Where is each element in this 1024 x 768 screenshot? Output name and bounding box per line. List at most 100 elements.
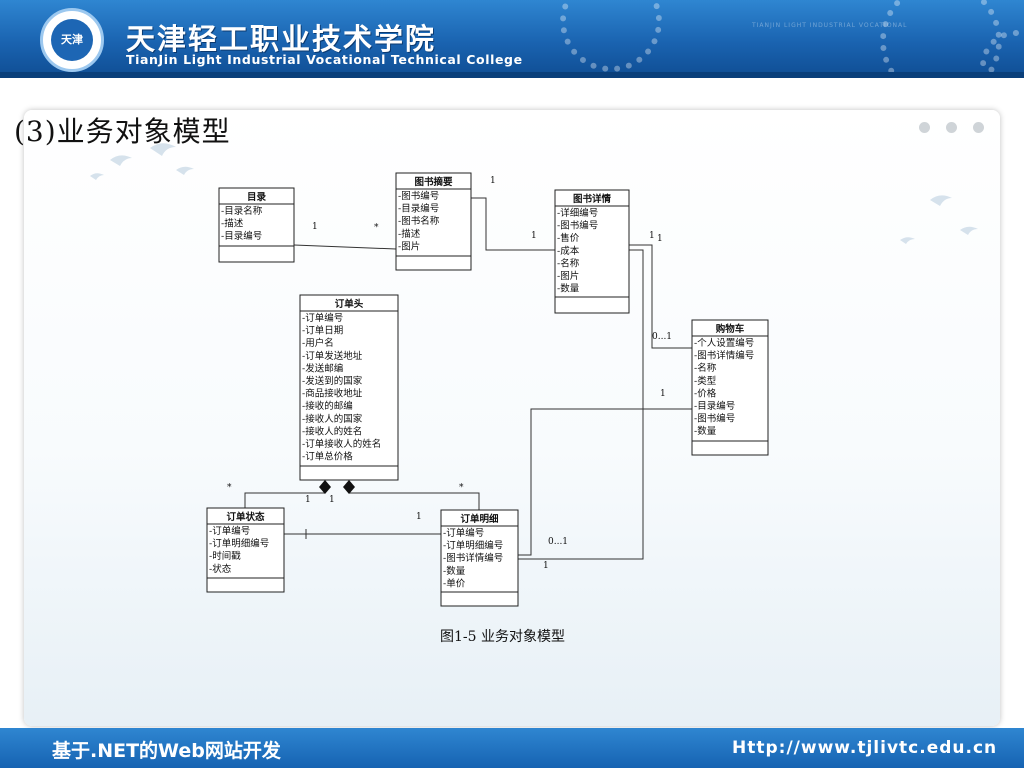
class-attribute: -目录编号 [221,230,262,242]
class-attribute: -类型 [694,375,717,387]
multiplicity-label: 0...1 [652,332,672,342]
class-attribute: -时间戳 [209,550,241,562]
association-lines [244,197,692,560]
dot-icon [919,122,930,133]
multiplicity-label: 1 [312,222,318,232]
class-attribute: -数量 [443,565,466,577]
class-attribute: -状态 [209,563,232,575]
class-attribute: -描述 [398,228,421,240]
class-attribute: -售价 [557,232,580,244]
class-attribute: -发送邮编 [302,362,343,374]
class-attribute: -订单总价格 [302,451,353,463]
multiplicity-label: 1 [490,176,496,186]
content-panel [24,110,1000,726]
class-box-order-item: 订单明细 -订单编号-订单明细编号-图书详情编号-数量-单价 [440,509,519,607]
assoc-cart-orderitem [518,408,692,556]
college-name-en: TianJin Light Industrial Vocational Tech… [126,52,523,67]
multiplicity-label: * [459,483,464,493]
class-attribute: -图片 [557,270,579,282]
class-attribute: -图书编号 [557,220,598,232]
slide-title: (3)业务对象模型 [14,115,231,148]
class-attribute: -目录编号 [694,400,735,412]
class-attribute: -图片 [398,240,420,252]
class-box-book-summary: 图书摘要 -图书编号-目录编号-图书名称-描述-图片 [395,172,472,271]
gear-decoration-icon [980,30,1024,78]
class-attribute: -数量 [694,425,717,437]
class-box-frame [691,319,769,456]
assoc-summary-detail [471,197,555,251]
class-attribute: -名称 [557,257,580,269]
class-title: 订单头 [335,298,364,310]
class-attribute: -订单编号 [302,312,343,324]
class-attribute: -图书编号 [694,413,735,425]
website-url[interactable]: Http://www.tjlivtc.edu.cn [732,738,998,758]
class-attribute: -图书详情编号 [694,350,754,362]
class-title: 订单状态 [226,511,265,523]
class-attribute: -订单明细编号 [209,538,269,550]
multiplicity-label: 1 [657,234,663,244]
class-attribute: -描述 [221,218,244,230]
class-box-catalog: 目录 -目录名称-描述-目录编号 [218,187,295,263]
figure-caption: 图1-5 业务对象模型 [440,629,565,645]
class-boxes: 目录-目录名称-描述-目录编号图书摘要-图书编号-目录编号-图书名称-描述-图片… [206,172,769,607]
window-dots [919,122,984,133]
gear-decoration-icon [560,0,662,72]
multiplicity-label: 1 [543,561,549,571]
class-attribute: -用户名 [302,337,334,349]
class-attribute: -名称 [694,362,717,374]
header-stripe [0,72,1024,78]
class-title: 购物车 [716,323,745,335]
class-attribute: -数量 [557,283,580,295]
class-title: 图书摘要 [414,176,453,188]
class-attribute: -接收人的姓名 [302,425,362,437]
multiplicity-label: 1 [416,512,422,522]
multiplicity-label: * [227,483,232,493]
class-attribute: -发送到的国家 [302,375,363,387]
assoc-orderhead-status [244,492,325,509]
class-attribute: -接收的邮编 [302,400,353,412]
course-title: 基于.NET的Web网站开发 [52,740,281,762]
class-title: 目录 [247,192,267,203]
class-box-frame [299,294,399,481]
class-attribute: -图书详情编号 [443,552,503,564]
class-attribute: -详细编号 [557,207,598,219]
diamond-icon [319,480,331,494]
dot-icon [946,122,957,133]
college-logo: 天津 [40,8,104,72]
class-box-shopping-cart: 购物车-个人设置编号-图书详情编号-名称-类型-价格-目录编号-图书编号-数量 [691,319,769,456]
multiplicity-label: 0...1 [548,537,568,547]
class-attribute: -价格 [694,387,717,399]
multiplicity-label: 1 [660,389,666,399]
class-attribute: -单价 [443,577,466,589]
class-attribute: -订单日期 [302,325,343,337]
assoc-detail-orderitem [518,249,644,560]
class-attribute: -订单编号 [209,525,250,537]
class-attribute: -订单接收人的姓名 [302,438,381,450]
class-title: 图书详情 [573,193,612,205]
class-attribute: -订单编号 [443,527,484,539]
class-attribute: -商品接收地址 [302,388,363,400]
multiplicity-label: 1 [649,231,655,241]
header-banner: TIANJIN LIGHT INDUSTRIAL VOCATIONAL 天津 天… [0,0,1024,78]
assoc-orderhead-item [349,492,480,510]
footer-bar: 基于.NET的Web网站开发 Http://www.tjlivtc.edu.cn [0,728,1024,768]
class-attribute: -图书名称 [398,215,440,227]
class-attribute: -目录名称 [221,205,263,217]
dot-icon [973,122,984,133]
assoc-catalog-summary [293,244,397,250]
multiplicity-label: 1 [531,231,537,241]
class-title: 订单明细 [460,513,499,525]
class-attribute: -订单明细编号 [443,540,503,552]
multiplicity-label: 1 [305,495,311,505]
header-watermark: TIANJIN LIGHT INDUSTRIAL VOCATIONAL [752,22,908,29]
class-attribute: -目录编号 [398,203,439,215]
diamond-icon [343,480,355,494]
bird-decoration-icon [90,143,978,244]
aggregation-diamonds [319,480,355,494]
class-attribute: -图书编号 [398,190,439,202]
class-box-order-head: 订单头-订单编号-订单日期-用户名-订单发送地址-发送邮编-发送到的国家-商品接… [299,294,399,481]
logo-text: 天津 [51,19,93,61]
class-box-frame [554,189,630,314]
